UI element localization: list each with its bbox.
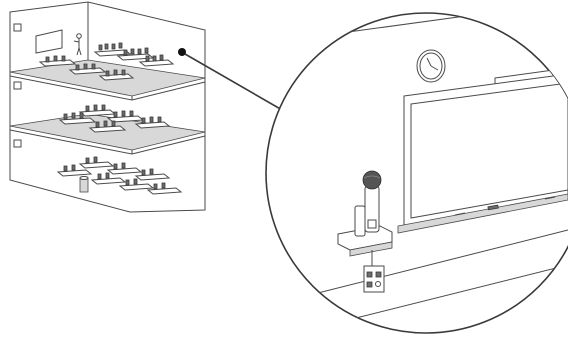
desk-group-bottom xyxy=(56,156,183,195)
wall-window-top xyxy=(13,23,22,32)
callout-dot xyxy=(178,48,186,56)
handheld-transmitter xyxy=(354,205,366,237)
school-building xyxy=(9,1,206,213)
callout-line xyxy=(184,53,297,119)
whiteboard xyxy=(403,73,568,227)
projection-screen xyxy=(35,29,63,54)
wall-window-middle xyxy=(13,81,22,90)
microphone-head xyxy=(362,170,382,190)
wall-window-bottom xyxy=(13,139,22,148)
trash-bin xyxy=(79,176,89,193)
wall-clock xyxy=(416,49,446,83)
marker-eraser xyxy=(487,204,499,211)
desk-group-middle xyxy=(58,104,171,133)
magnified-view xyxy=(265,12,568,334)
outlet-plate xyxy=(363,265,385,293)
callout-connector xyxy=(178,48,297,119)
microphone-charging-base xyxy=(337,170,393,266)
desk-group-top xyxy=(38,42,175,81)
floor-slab-middle xyxy=(9,113,206,155)
marker-tray xyxy=(397,193,568,234)
wall-outlet xyxy=(363,265,385,293)
presenter-figure xyxy=(73,33,82,56)
